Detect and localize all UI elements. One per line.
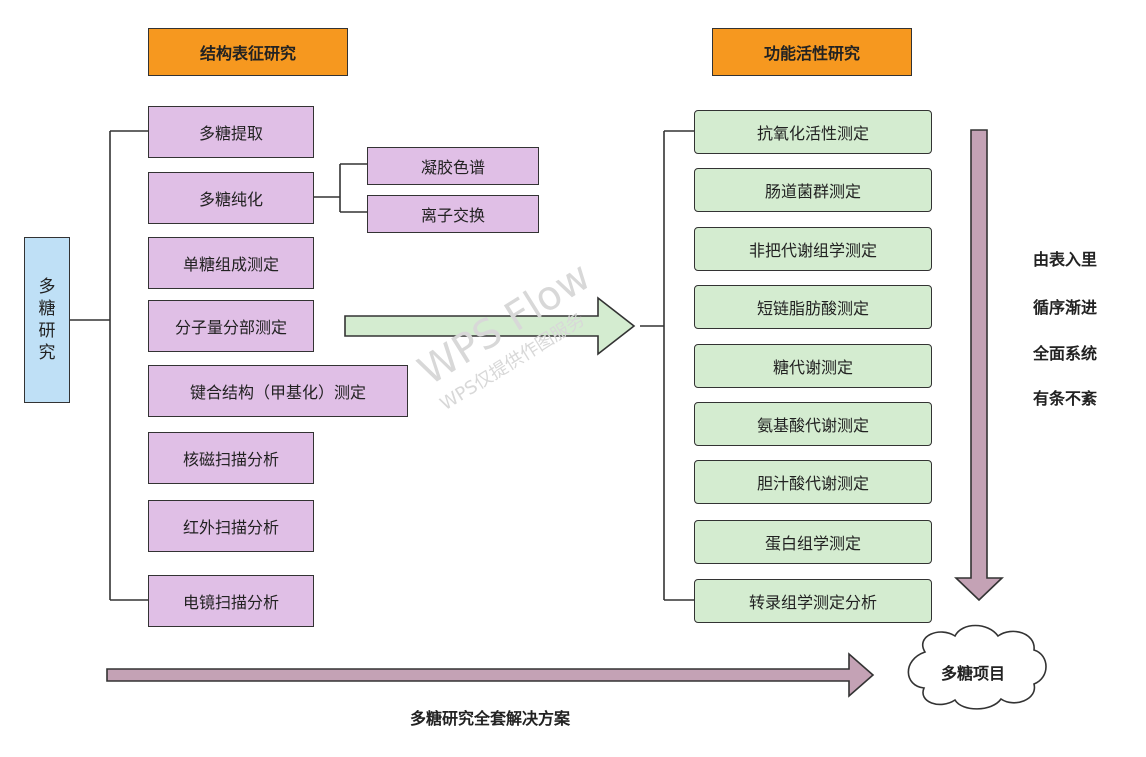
principle-text: 循序渐进 [1032,298,1097,317]
node-antioxidant: 抗氧化活性测定 [694,110,932,154]
node-nmr: 核磁扫描分析 [148,432,314,484]
root-polysaccharide-research: 多 糖 研 究 [24,237,70,403]
node-linkage: 键合结构（甲基化）测定 [148,365,408,417]
cloud-label: 多糖项目 [940,664,1005,683]
node-gel-chromatography: 凝胶色谱 [367,147,539,185]
node-gut-flora: 肠道菌群测定 [694,168,932,212]
node-glucose-metabolism: 糖代谢测定 [694,344,932,388]
header-structure: 结构表征研究 [148,28,348,76]
bottom-label: 多糖研究全套解决方案 [409,709,570,728]
node-electron-microscope: 电镜扫描分析 [148,575,314,627]
header-function: 功能活性研究 [712,28,912,76]
principle-text: 由表入里 [1032,250,1097,269]
root-char: 究 [38,343,56,363]
node-bile-acid-metabolism: 胆汁酸代谢测定 [694,460,932,504]
node-monosaccharide: 单糖组成测定 [148,237,314,289]
principle-text: 全面系统 [1032,344,1097,363]
root-char: 多 [38,277,56,297]
node-molecular-weight: 分子量分部测定 [148,300,314,352]
node-infrared: 红外扫描分析 [148,500,314,552]
node-extraction: 多糖提取 [148,106,314,158]
node-short-chain-fatty-acid: 短链脂肪酸测定 [694,285,932,329]
node-purification: 多糖纯化 [148,172,314,224]
root-char: 糖 [38,299,56,319]
down-arrow [954,129,1004,602]
bottom-arrow [106,652,875,698]
node-transcriptomics: 转录组学测定分析 [694,579,932,623]
root-char: 研 [38,321,56,341]
node-ion-exchange: 离子交换 [367,195,539,233]
node-amino-acid-metabolism: 氨基酸代谢测定 [694,402,932,446]
node-proteomics: 蛋白组学测定 [694,520,932,564]
cloud-shape [907,624,1047,710]
node-metabolomics: 非把代谢组学测定 [694,227,932,271]
middle-arrow [344,296,636,356]
principle-text: 有条不紊 [1032,389,1097,408]
